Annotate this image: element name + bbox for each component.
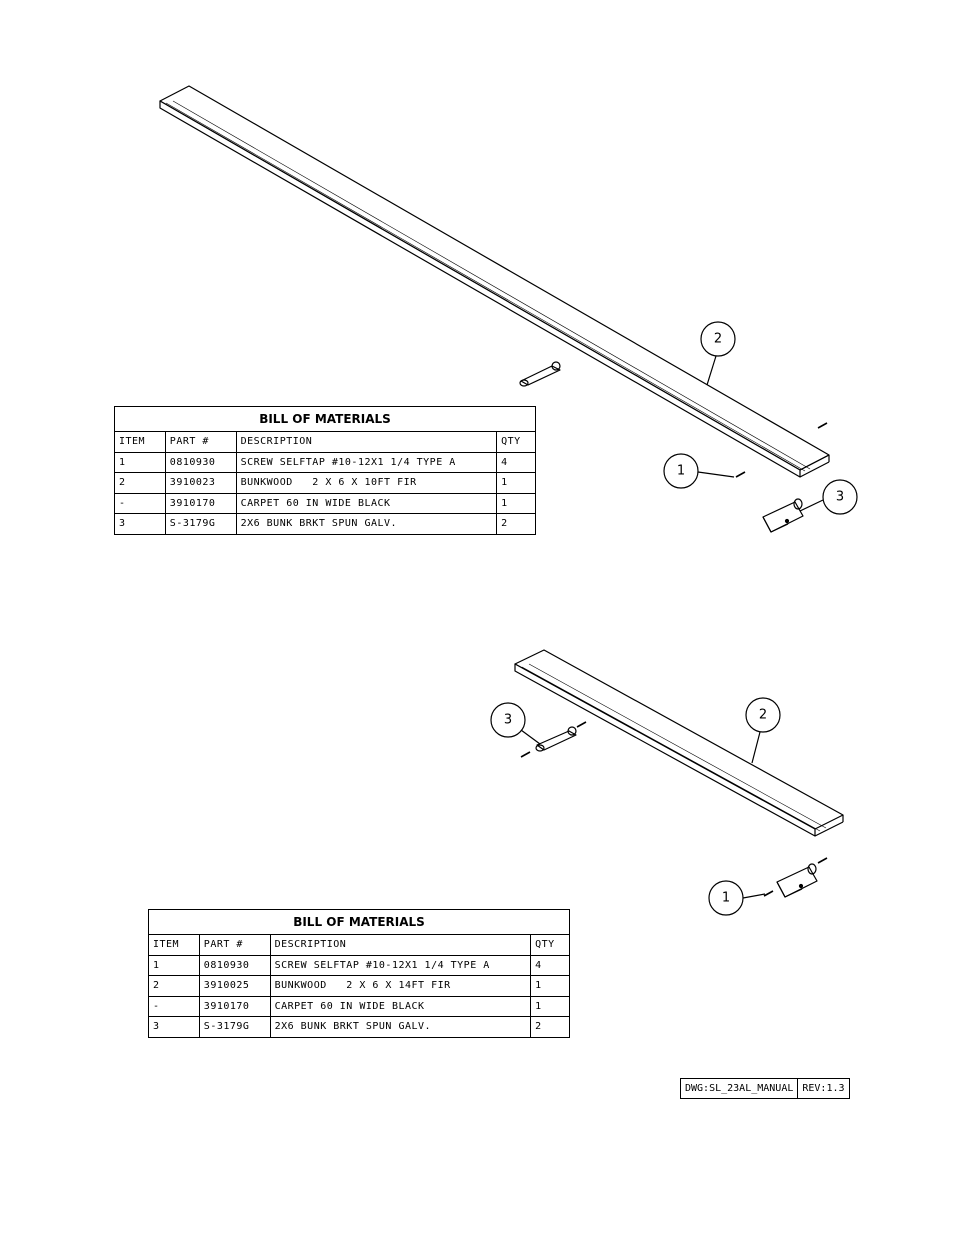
bom-title: BILL OF MATERIALS [114, 406, 536, 432]
bom-header-row: ITEM PART # DESCRIPTION QTY [114, 431, 536, 453]
cell-description: 2X6 BUNK BRKT SPUN GALV. [269, 1016, 532, 1038]
balloon-label: 1 [722, 891, 730, 906]
bom-header-row: ITEM PART # DESCRIPTION QTY [148, 934, 570, 956]
screw-1b-icon [735, 471, 746, 478]
bracket-left-2 [535, 726, 577, 752]
cell-item: - [114, 492, 166, 514]
bill-of-materials-10ft: BILL OF MATERIALS ITEM PART # DESCRIPTIO… [114, 406, 536, 535]
balloon-item-1-a1 [663, 453, 699, 489]
cell-item: 2 [114, 472, 166, 494]
balloon-item-2-a2 [745, 697, 781, 733]
cell-part: S-3179G [198, 1016, 271, 1038]
header-description: DESCRIPTION [235, 431, 498, 453]
balloon-label: 2 [714, 332, 722, 347]
bunkboard-14ft [514, 649, 844, 837]
table-row: 3 S-3179G 2X6 BUNK BRKT SPUN GALV. 2 [114, 513, 536, 535]
cell-item: 3 [148, 1016, 200, 1038]
table-row: 1 0810930 SCREW SELFTAP #10-12X1 1/4 TYP… [148, 954, 570, 976]
cell-description: CARPET 60 IN WIDE BLACK [235, 492, 498, 514]
cell-description: SCREW SELFTAP #10-12X1 1/4 TYPE A [235, 451, 498, 473]
cell-description: 2X6 BUNK BRKT SPUN GALV. [235, 513, 498, 535]
balloon-item-2-a1 [700, 321, 736, 357]
bom-title: BILL OF MATERIALS [148, 909, 570, 935]
balloon-label: 3 [504, 713, 512, 728]
cell-item: - [148, 995, 200, 1017]
title-block: DWG:SL_23AL_MANUAL REV:1.3 [679, 1078, 850, 1099]
balloon-label: 1 [677, 464, 685, 479]
screw-2c-icon [817, 857, 828, 864]
table-row: - 3910170 CARPET 60 IN WIDE BLACK 1 [114, 492, 536, 514]
table-row: 1 0810930 SCREW SELFTAP #10-12X1 1/4 TYP… [114, 451, 536, 473]
cell-qty: 1 [496, 472, 536, 494]
cell-part: 0810930 [198, 954, 271, 976]
screw-2d-icon [763, 890, 774, 897]
table-row: - 3910170 CARPET 60 IN WIDE BLACK 1 [148, 995, 570, 1017]
header-item: ITEM [114, 431, 166, 453]
bunkboard-10ft [159, 85, 830, 478]
table-row: 3 S-3179G 2X6 BUNK BRKT SPUN GALV. 2 [148, 1016, 570, 1038]
cell-qty: 1 [530, 975, 570, 997]
cell-part: 3910170 [198, 995, 271, 1017]
header-item: ITEM [148, 934, 200, 956]
screw-2b-icon [520, 751, 531, 758]
cell-qty: 1 [530, 995, 570, 1017]
cell-item: 3 [114, 513, 166, 535]
table-row: 2 3910025 BUNKWOOD 2 X 6 X 14FT FIR 1 [148, 975, 570, 997]
bracket-right-1 [762, 498, 804, 533]
cell-qty: 4 [496, 451, 536, 473]
cell-part: S-3179G [164, 513, 237, 535]
bracket-right-2 [776, 863, 818, 898]
cell-description: CARPET 60 IN WIDE BLACK [269, 995, 532, 1017]
drawing-number: DWG:SL_23AL_MANUAL [679, 1078, 799, 1099]
cell-description: BUNKWOOD 2 X 6 X 14FT FIR [269, 975, 532, 997]
table-row: 2 3910023 BUNKWOOD 2 X 6 X 10FT FIR 1 [114, 472, 536, 494]
cell-qty: 1 [496, 492, 536, 514]
cell-description: SCREW SELFTAP #10-12X1 1/4 TYPE A [269, 954, 532, 976]
cell-item: 2 [148, 975, 200, 997]
cell-part: 0810930 [164, 451, 237, 473]
header-part: PART # [164, 431, 237, 453]
screw-2a-icon [576, 721, 587, 728]
header-qty: QTY [530, 934, 570, 956]
balloon-label: 2 [759, 708, 767, 723]
balloon-item-3-a1 [822, 479, 858, 515]
screw-1a-icon [817, 422, 828, 429]
cell-part: 3910170 [164, 492, 237, 514]
header-qty: QTY [496, 431, 536, 453]
balloon-label: 3 [836, 490, 844, 505]
cell-item: 1 [148, 954, 200, 976]
balloon-item-3-a2 [490, 702, 526, 738]
header-part: PART # [198, 934, 271, 956]
cell-part: 3910025 [198, 975, 271, 997]
revision: REV:1.3 [797, 1078, 850, 1099]
cell-item: 1 [114, 451, 166, 473]
cell-description: BUNKWOOD 2 X 6 X 10FT FIR [235, 472, 498, 494]
cell-qty: 2 [530, 1016, 570, 1038]
cell-part: 3910023 [164, 472, 237, 494]
bill-of-materials-14ft: BILL OF MATERIALS ITEM PART # DESCRIPTIO… [148, 909, 570, 1038]
header-description: DESCRIPTION [269, 934, 532, 956]
cell-qty: 2 [496, 513, 536, 535]
bracket-left-1 [519, 361, 561, 387]
cell-qty: 4 [530, 954, 570, 976]
